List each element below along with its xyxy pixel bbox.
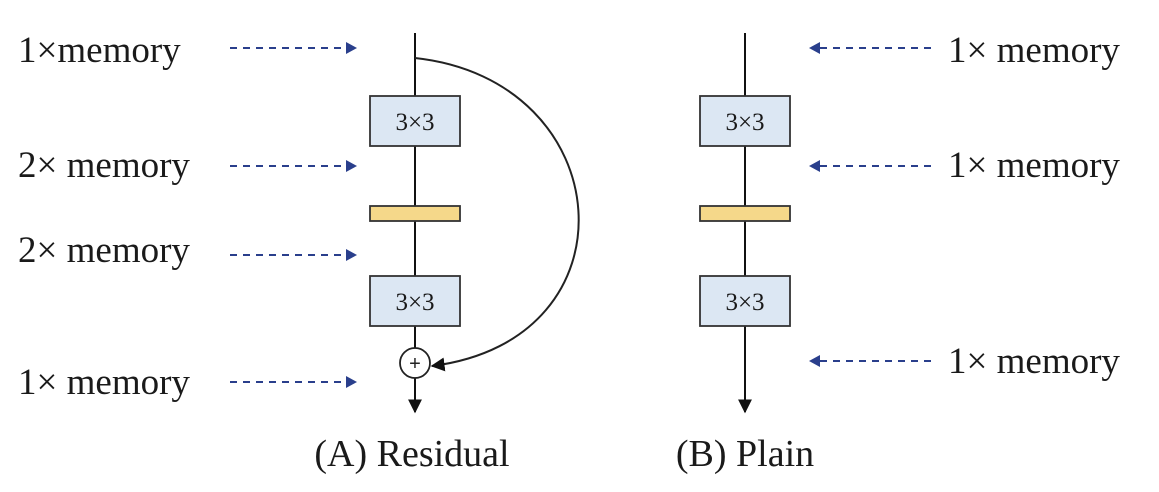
- plain-caption: (B) Plain: [676, 433, 814, 475]
- plain-conv-block-2: 3×3: [699, 275, 791, 327]
- plain-conv-block-1: 3×3: [699, 95, 791, 147]
- plain-memory-label-1: 1× memory: [948, 30, 1120, 71]
- plain-conv-label-1: 3×3: [725, 109, 764, 136]
- panel-residual: 3×3 3×3 + 1×memory 2× memory 2× memory 1…: [18, 30, 580, 475]
- residual-conv-block-1: 3×3: [369, 95, 461, 147]
- plain-memory-label-2: 1× memory: [948, 145, 1120, 186]
- residual-caption: (A) Residual: [314, 433, 509, 475]
- residual-skip-connection: [414, 57, 580, 372]
- plain-memory-arrow-1: [809, 42, 936, 54]
- panel-plain: 3×3 3×3 1× memory 1× memory 1× memory (B…: [676, 30, 1121, 475]
- residual-memory-label-1: 1×memory: [18, 30, 181, 71]
- plain-memory-label-3: 1× memory: [948, 341, 1120, 382]
- plain-memory-arrow-2: [809, 160, 936, 172]
- residual-memory-label-2: 2× memory: [18, 145, 190, 186]
- residual-memory-arrow-2: [230, 160, 357, 172]
- residual-memory-arrow-1: [230, 42, 357, 54]
- residual-add-node: +: [399, 347, 431, 379]
- residual-memory-arrow-3: [230, 249, 357, 261]
- plain-memory-arrow-3: [809, 355, 936, 367]
- residual-memory-arrow-4: [230, 376, 357, 388]
- residual-conv-label-2: 3×3: [395, 289, 434, 316]
- residual-memory-label-3: 2× memory: [18, 230, 190, 271]
- residual-conv-label-1: 3×3: [395, 109, 434, 136]
- residual-norm-bar: [369, 205, 461, 222]
- residual-memory-label-4: 1× memory: [18, 362, 190, 403]
- residual-conv-block-2: 3×3: [369, 275, 461, 327]
- plain-norm-bar: [699, 205, 791, 222]
- plain-conv-label-2: 3×3: [725, 289, 764, 316]
- plus-icon: +: [409, 353, 421, 375]
